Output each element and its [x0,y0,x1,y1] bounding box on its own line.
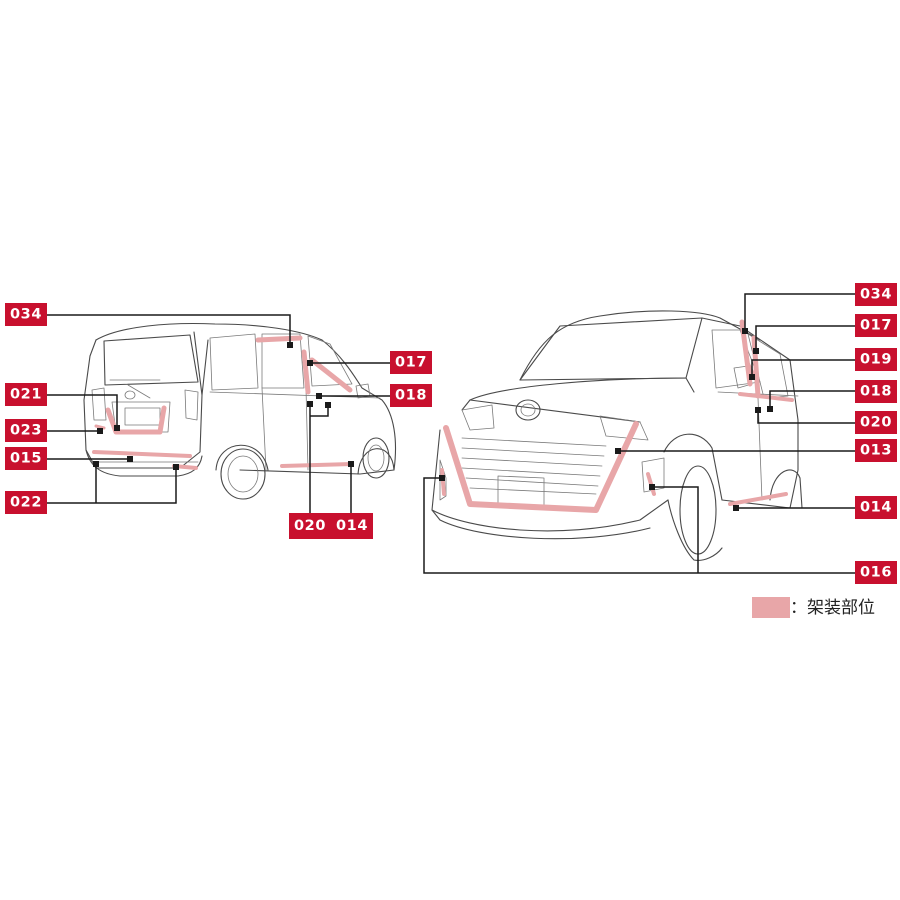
tag-r019-text: 019 [860,352,892,368]
tag-r018-text: 018 [860,384,892,400]
part-021-rear [105,405,167,435]
tag-r034-text: 034 [860,287,892,303]
rear-view-leader-lines [46,314,390,513]
tag-r017: 017 [855,314,897,337]
part-018-front [738,392,794,402]
part-017-rear [301,349,311,395]
tag-l021: 021 [5,383,47,406]
tag-r020: 020 [855,411,897,434]
tag-r013-text: 013 [860,443,892,459]
tag-l018: 018 [390,384,432,407]
front-view-highlighted-parts [440,319,794,513]
tag-l022: 022 [5,491,47,514]
tag-l015-text: 015 [10,451,42,467]
tag-r013: 013 [855,439,897,462]
tag-r020-text: 020 [860,415,892,431]
tag-r019: 019 [855,348,897,371]
front-view-leader-lines [423,293,855,574]
tag-l018-text: 018 [395,388,427,404]
tag-l034: 034 [5,303,47,326]
tag-l020-text: 020 [294,518,326,534]
tag-l023: 023 [5,419,47,442]
part-016-front-left [440,468,446,496]
legend-label: ：架装部位 [790,598,875,618]
part-018-rear [309,357,353,393]
tag-l034-text: 034 [10,307,42,323]
front-view-car-outline [431,310,803,561]
part-014-rear [280,462,354,468]
tag-l014: 014 [331,513,373,539]
part-017-front [751,335,761,399]
tag-l021-text: 021 [10,387,42,403]
tag-l023-text: 023 [10,423,42,439]
part-015-rear [92,450,192,458]
part-023-rear [94,424,106,430]
tag-r016-text: 016 [860,565,892,581]
tag-r034: 034 [855,283,897,306]
tag-r014-text: 014 [860,500,892,516]
tag-l017-text: 017 [395,355,427,371]
tag-l020: 020 [289,513,331,539]
tag-r014: 014 [855,496,897,519]
part-034-rear [255,335,303,343]
rear-view-highlighted-parts [92,335,354,470]
tag-l022-text: 022 [10,495,42,511]
tag-r017-text: 017 [860,318,892,334]
rear-view-leader-dots [93,342,354,470]
tag-l015: 015 [5,447,47,470]
tag-r018: 018 [855,380,897,403]
legend-swatch [752,597,790,618]
part-013-front [443,421,639,513]
front-view-leader-dots [439,328,773,511]
tag-l017: 017 [390,351,432,374]
part-014-front [728,492,788,506]
rear-view-car-outline [83,322,397,500]
tag-l014-text: 014 [336,518,368,534]
tag-r016: 016 [855,561,897,584]
legend: ：架装部位 [752,597,875,618]
